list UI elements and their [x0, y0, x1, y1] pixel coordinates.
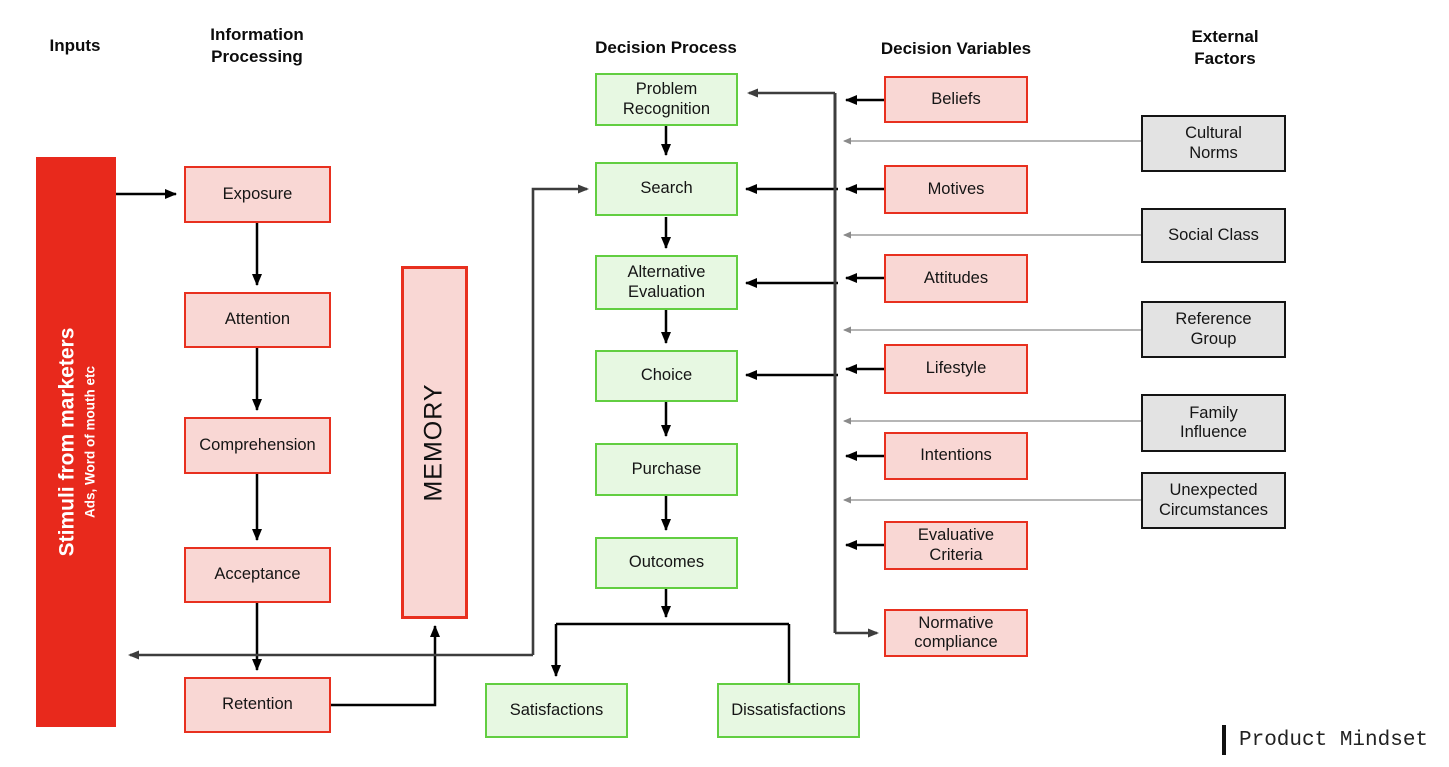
box-label: Dissatisfactions [731, 700, 846, 719]
box-comprehension: Comprehension [184, 417, 331, 474]
stimuli-title: Stimuli from marketers [55, 327, 78, 557]
box-acceptance: Acceptance [184, 547, 331, 603]
box-label: Satisfactions [509, 700, 604, 719]
box-label: Cultural Norms [1185, 124, 1242, 162]
logo-bar-icon [1222, 725, 1226, 755]
box-attention: Attention [184, 292, 331, 348]
box-label: Outcomes [628, 553, 705, 572]
box-label: Family Influence [1180, 403, 1247, 441]
box-lifestyle: Lifestyle [884, 344, 1028, 394]
box-label: Choice [640, 366, 693, 385]
box-label: Acceptance [214, 565, 301, 584]
box-attitudes: Attitudes [884, 254, 1028, 303]
box-memory: MEMORY [401, 266, 468, 619]
box-intentions: Intentions [884, 432, 1028, 480]
memory-label: MEMORY [420, 383, 448, 502]
box-label: Comprehension [199, 435, 316, 454]
box-motives: Motives [884, 165, 1028, 214]
box-label: Exposure [222, 184, 293, 203]
brand-logo: Product Mindset [1222, 725, 1428, 755]
logo-text: Product Mindset [1239, 728, 1429, 752]
box-label: Beliefs [931, 89, 981, 108]
box-family-influence: Family Influence [1141, 394, 1286, 452]
variables-channel-line [747, 88, 879, 638]
stimuli-subtitle: Ads, Word of mouth etc [82, 366, 97, 518]
box-beliefs: Beliefs [884, 76, 1028, 123]
box-stimuli-from-marketers: Stimuli from marketers Ads, Word of mout… [36, 157, 116, 727]
box-label: Alternative Evaluation [627, 263, 706, 301]
box-label: Unexpected Circumstances [1158, 481, 1269, 519]
stimuli-rotated-text: Stimuli from marketers Ads, Word of mout… [55, 328, 97, 557]
box-satisfactions: Satisfactions [485, 683, 628, 738]
feedback-lines [128, 184, 589, 660]
box-label: Normative compliance [914, 613, 998, 651]
external-factor-lines [843, 137, 1141, 504]
box-outcomes: Outcomes [595, 537, 738, 589]
header-external-factors: External Factors [1191, 27, 1259, 69]
box-social-class: Social Class [1141, 208, 1286, 263]
box-label: Attention [224, 310, 291, 329]
box-label: Intentions [920, 446, 992, 465]
box-label: Search [640, 179, 693, 198]
box-label: Purchase [631, 459, 702, 478]
box-purchase: Purchase [595, 443, 738, 496]
box-retention: Retention [184, 677, 331, 733]
box-alternative-evaluation: Alternative Evaluation [595, 255, 738, 310]
box-label: Attitudes [923, 268, 989, 287]
header-information-processing: Information Processing [210, 25, 304, 67]
box-label: Lifestyle [925, 359, 987, 378]
flow-arrows [116, 95, 884, 707]
box-reference-group: Reference Group [1141, 301, 1286, 358]
box-label: Retention [222, 695, 293, 714]
box-normative-compliance: Normative compliance [884, 609, 1028, 657]
box-choice: Choice [595, 350, 738, 402]
header-decision-process: Decision Process [595, 38, 737, 57]
box-problem-recognition: Problem Recognition [595, 73, 738, 126]
box-label: Motives [927, 179, 985, 198]
box-dissatisfactions: Dissatisfactions [717, 683, 860, 738]
box-label: Problem Recognition [622, 80, 711, 118]
header-inputs: Inputs [49, 36, 101, 55]
header-decision-variables: Decision Variables [880, 39, 1032, 58]
box-evaluative-criteria: Evaluative Criteria [884, 521, 1028, 570]
box-search: Search [595, 162, 738, 216]
box-label: Evaluative Criteria [917, 526, 995, 564]
box-label: Reference Group [1175, 310, 1252, 348]
box-unexpected-circumstances: Unexpected Circumstances [1141, 472, 1286, 529]
box-label: Social Class [1168, 225, 1259, 244]
box-exposure: Exposure [184, 166, 331, 223]
box-cultural-norms: Cultural Norms [1141, 115, 1286, 172]
